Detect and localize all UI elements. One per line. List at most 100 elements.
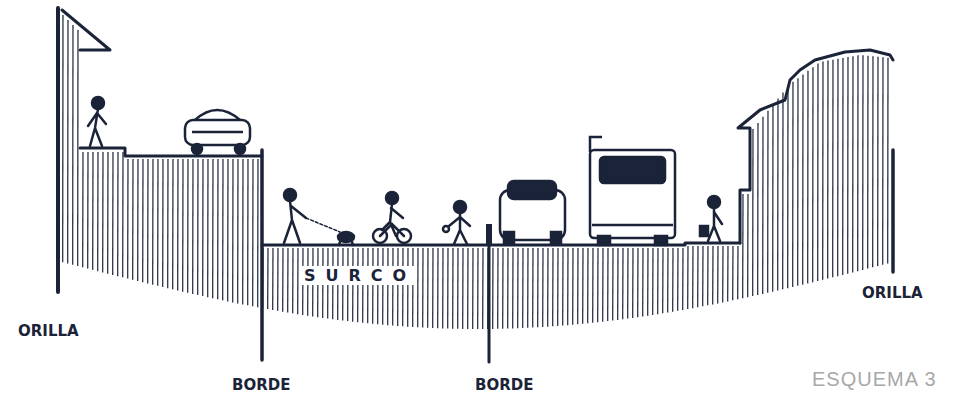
hatch-stroke bbox=[877, 57, 878, 266]
cyclist bbox=[373, 192, 411, 243]
hatch-stroke bbox=[182, 159, 184, 292]
hatch-stroke bbox=[557, 248, 558, 326]
hatch-stroke bbox=[867, 56, 868, 269]
hatch-stroke bbox=[427, 248, 428, 328]
hatch-stroke bbox=[457, 248, 458, 329]
hatch-stroke bbox=[72, 25, 74, 265]
hatch-stroke bbox=[852, 56, 853, 272]
lower-street bbox=[262, 243, 740, 245]
hatch-stroke bbox=[422, 248, 423, 328]
car bbox=[504, 232, 514, 244]
hatch-stroke bbox=[387, 248, 388, 325]
hatch-stroke bbox=[572, 248, 573, 325]
hatch-stroke bbox=[252, 159, 254, 306]
edge-label: BORDE bbox=[475, 376, 533, 394]
hatch-stroke bbox=[447, 248, 448, 329]
hatch-stroke bbox=[122, 152, 124, 277]
hatch-stroke bbox=[637, 248, 638, 317]
hatch-stroke bbox=[802, 74, 803, 284]
cyclist bbox=[386, 192, 398, 204]
ground-outline bbox=[58, 8, 893, 362]
dog-walker bbox=[338, 232, 354, 242]
hatch-stroke bbox=[217, 159, 219, 299]
hatch-stroke bbox=[682, 248, 683, 310]
hatch-stroke bbox=[787, 86, 788, 288]
hatch-stroke bbox=[277, 248, 278, 311]
hatch-stroke bbox=[257, 159, 258, 307]
hatch-stroke bbox=[412, 248, 413, 327]
left-wall bbox=[56, 8, 60, 292]
hatch-stroke bbox=[82, 152, 84, 267]
hatch-stroke bbox=[887, 58, 888, 264]
hatch-stroke bbox=[762, 117, 763, 294]
bus bbox=[655, 236, 667, 245]
hatch-stroke bbox=[477, 248, 478, 329]
hatch-stroke bbox=[137, 159, 139, 281]
bus bbox=[600, 157, 665, 183]
hatch-stroke bbox=[107, 152, 109, 274]
hatch-stroke bbox=[492, 248, 493, 329]
hatch-stroke bbox=[537, 248, 538, 327]
pedestrian bbox=[708, 196, 720, 208]
hatch-stroke bbox=[742, 194, 743, 298]
hatch-stroke bbox=[172, 159, 174, 289]
hatch-stroke bbox=[222, 159, 224, 300]
hatch-stroke bbox=[842, 58, 843, 275]
hatch-stroke bbox=[227, 159, 229, 301]
pedestrian bbox=[454, 201, 466, 213]
hatch-stroke bbox=[647, 248, 648, 316]
hatch-stroke bbox=[607, 248, 608, 321]
hatch-stroke bbox=[612, 248, 613, 321]
bus bbox=[592, 224, 673, 227]
edge-label: ORILLA bbox=[18, 322, 79, 340]
left-roof bbox=[62, 10, 110, 50]
hatch-stroke bbox=[127, 159, 129, 279]
bus bbox=[598, 236, 610, 245]
hatch-stroke bbox=[727, 246, 728, 301]
edge-label: ORILLA bbox=[862, 284, 923, 302]
hatch-stroke bbox=[297, 248, 298, 314]
hatch-stroke bbox=[697, 246, 698, 307]
hatch-stroke bbox=[272, 248, 273, 310]
hatch-stroke bbox=[797, 78, 798, 286]
hatch-stroke bbox=[642, 248, 643, 316]
hatch-stroke bbox=[672, 248, 673, 312]
hatch-stroke bbox=[247, 159, 249, 305]
pedestrian bbox=[88, 109, 106, 146]
hatch-stroke bbox=[92, 152, 94, 270]
pedestrian bbox=[443, 201, 470, 244]
hatch-stroke bbox=[147, 159, 149, 283]
hatch-stroke bbox=[837, 59, 838, 276]
hatch-stroke bbox=[417, 248, 418, 327]
hatch-stroke bbox=[847, 57, 848, 274]
hatch-stroke bbox=[87, 152, 89, 269]
hatch-stroke bbox=[632, 248, 633, 318]
hatch-stroke bbox=[752, 129, 753, 296]
hatch-stroke bbox=[237, 159, 239, 303]
hatch-stroke bbox=[582, 248, 583, 324]
hatch-stroke bbox=[452, 248, 453, 329]
hatch-stroke bbox=[242, 159, 244, 304]
hatch-stroke bbox=[592, 248, 593, 323]
pedestrian bbox=[708, 208, 722, 241]
bus bbox=[590, 137, 675, 245]
hatch-stroke bbox=[437, 248, 438, 328]
hatch-stroke bbox=[562, 248, 563, 326]
cyclist bbox=[380, 204, 404, 236]
hatch-stroke bbox=[462, 248, 463, 329]
hatch-stroke bbox=[367, 248, 368, 323]
car bbox=[185, 120, 250, 145]
hatch-stroke bbox=[882, 57, 883, 265]
dog-walker bbox=[339, 242, 353, 245]
ground-hatching bbox=[63, 15, 888, 329]
hatch-stroke bbox=[167, 159, 169, 288]
hatch-stroke bbox=[362, 248, 363, 323]
car bbox=[185, 110, 250, 154]
hatch-stroke bbox=[507, 248, 508, 329]
hatch-stroke bbox=[472, 248, 473, 329]
edge-line bbox=[488, 246, 491, 362]
hatch-stroke bbox=[622, 248, 623, 319]
hatch-stroke bbox=[522, 248, 523, 328]
car bbox=[551, 232, 561, 244]
